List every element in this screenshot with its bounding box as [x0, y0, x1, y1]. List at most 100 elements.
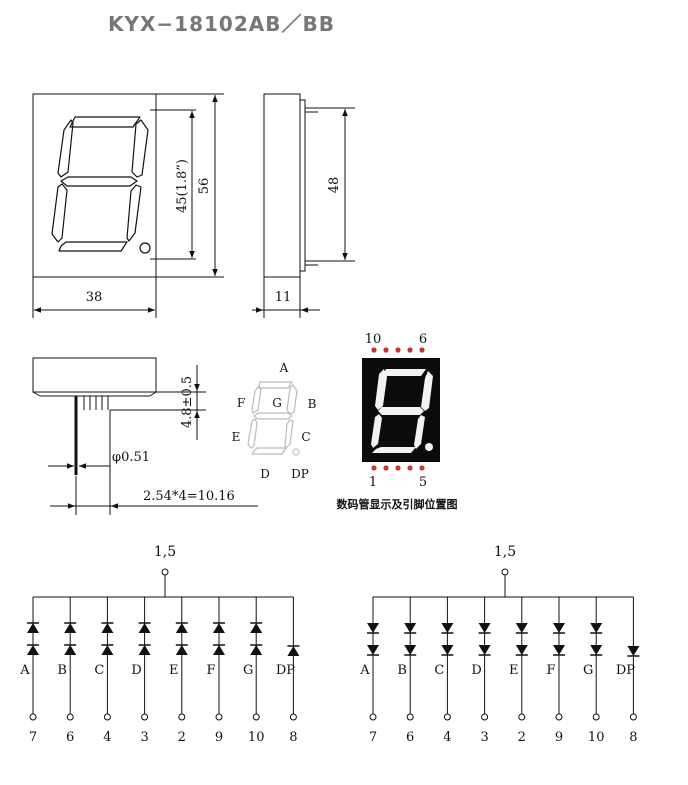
dim-pin-diameter-label: φ0.51	[112, 450, 150, 465]
diode-symbol	[213, 645, 225, 655]
seg-label-b: B	[308, 397, 317, 411]
pin-terminal	[443, 713, 451, 721]
segment-label: DP	[616, 663, 635, 678]
common-pin-label: 1,5	[154, 544, 176, 560]
pin-terminal	[555, 713, 563, 721]
dim-height-label: 56	[197, 178, 212, 195]
pin-terminal	[66, 713, 74, 721]
diode-symbol	[478, 623, 491, 633]
pin-number-label: 9	[215, 730, 223, 745]
display-digit	[371, 369, 433, 453]
seg-e	[51, 183, 68, 243]
pin-terminal	[406, 713, 414, 721]
pin-terminal	[29, 713, 37, 721]
diode-symbol	[101, 645, 114, 655]
diode-symbol	[515, 623, 528, 633]
diode-symbol	[138, 623, 151, 633]
segment-label: C	[94, 663, 104, 678]
dim-pin-length-label: 4.8±0.5	[180, 376, 195, 428]
diode-symbol	[101, 623, 114, 633]
segment-label: C	[434, 663, 444, 678]
side-view-body	[263, 93, 301, 278]
segment-label: B	[57, 663, 67, 678]
dim-side-label: 11	[275, 290, 292, 305]
seg-g	[60, 176, 138, 187]
pin-number-label: 2	[518, 730, 526, 745]
seg-b	[131, 119, 149, 178]
display-pin-dots	[371, 347, 425, 471]
diode-symbol	[213, 623, 225, 633]
pin-terminal	[369, 713, 377, 721]
dim-width-label: 38	[86, 290, 103, 305]
diode-symbol	[627, 646, 640, 656]
pin-terminal	[103, 713, 111, 721]
pin-number-label: 8	[289, 730, 297, 745]
diode-symbol	[553, 623, 565, 633]
segment-label: F	[206, 663, 215, 678]
pin-label-10: 10	[365, 332, 382, 347]
seg-label-d: D	[260, 467, 270, 481]
pin-label-1: 1	[369, 475, 377, 490]
diode-symbol	[27, 623, 39, 633]
seg-a	[69, 116, 141, 128]
outline-digit	[51, 116, 151, 254]
seg-label-dp: DP	[291, 467, 309, 481]
pin-terminal	[215, 713, 223, 721]
pin-terminal	[592, 713, 600, 721]
segment-label: D	[471, 663, 481, 678]
pin-terminal	[289, 713, 297, 721]
diode-symbol	[250, 623, 263, 633]
diode-symbol	[404, 623, 417, 633]
segment-label: E	[509, 663, 519, 678]
pin-number-label: 2	[178, 730, 186, 745]
pin-number-label: 8	[629, 730, 637, 745]
pinout-display	[362, 347, 440, 471]
title: KYX−18102AB／BB	[108, 12, 335, 36]
front-view-body	[32, 93, 157, 278]
segment-label: D	[131, 663, 141, 678]
diode-symbol	[441, 645, 454, 655]
diode-symbol	[287, 646, 300, 656]
segment-label: E	[169, 663, 179, 678]
seg-dp	[139, 242, 151, 254]
diode-symbol	[27, 645, 39, 655]
pin-label-6: 6	[419, 332, 427, 347]
pinout-caption: 数码管显示及引脚位置图	[337, 497, 458, 511]
pin-number-label: 9	[555, 730, 563, 745]
pin-number-label: 10	[248, 730, 265, 745]
seg-c	[126, 184, 142, 242]
diode-symbol	[590, 645, 603, 655]
diode-symbol	[478, 645, 491, 655]
pin-number-label: 4	[443, 730, 451, 745]
diode-symbol	[175, 645, 188, 655]
diode-symbol	[64, 645, 77, 655]
pin-view	[32, 357, 258, 515]
pin-terminal	[518, 713, 526, 721]
diode-symbol	[404, 645, 417, 655]
diode-symbol	[367, 645, 379, 655]
pin-number-label: 7	[369, 730, 377, 745]
front-view	[32, 93, 224, 318]
diode-symbol	[441, 623, 454, 633]
pin-terminal	[629, 713, 637, 721]
segment-label: F	[546, 663, 555, 678]
diode-symbol	[553, 645, 565, 655]
dim-pin-pitch-label: 2.54*4=10.16	[143, 489, 235, 504]
segment-label: DP	[276, 663, 295, 678]
pin-view-body	[32, 357, 157, 393]
seg-d	[58, 241, 128, 252]
segment-label: A	[359, 663, 370, 678]
pin-number-label: 3	[140, 730, 148, 745]
side-view	[252, 93, 355, 318]
diode-symbol	[138, 645, 151, 655]
segment-label: B	[397, 663, 407, 678]
seg-label-a: A	[279, 361, 289, 375]
pin-number-label: 10	[588, 730, 605, 745]
diode-symbol	[175, 623, 188, 633]
seg-f	[57, 119, 74, 178]
segment-label: G	[243, 663, 253, 678]
pin-number-label: 6	[406, 730, 414, 745]
